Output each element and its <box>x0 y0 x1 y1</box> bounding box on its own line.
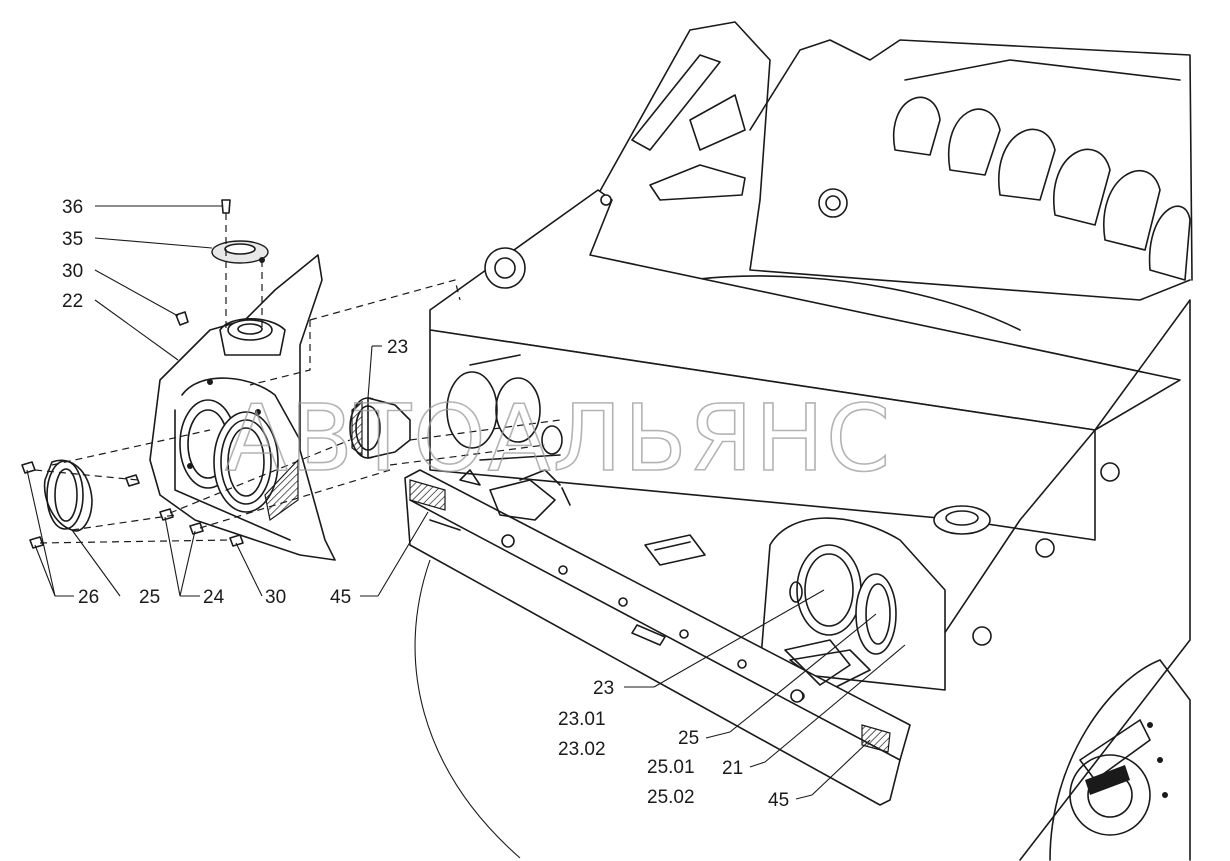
label-35: 35 <box>62 229 83 250</box>
lens-25 <box>43 459 93 532</box>
label-25-right: 25 <box>678 728 699 749</box>
watermark-text: АВТОАЛЬЯНС <box>225 385 892 492</box>
label-24: 24 <box>203 587 225 608</box>
label-45-left: 45 <box>330 587 351 608</box>
right-headlight-housing <box>759 505 991 691</box>
wheel-hub <box>1049 659 1191 861</box>
ribbed-panel <box>892 59 1191 281</box>
label-45-right: 45 <box>768 790 789 811</box>
leader-lines <box>26 205 906 800</box>
bumper-strip <box>404 469 911 806</box>
label-36: 36 <box>62 197 83 218</box>
label-26: 26 <box>78 587 99 608</box>
label-23-02: 23.02 <box>558 739 606 760</box>
label-30-bottom: 30 <box>265 587 286 608</box>
lamp-23-left <box>349 397 411 459</box>
label-25-bottom: 25 <box>139 587 160 608</box>
label-25-02: 25.02 <box>647 787 695 808</box>
part-labels: 36 35 30 22 23 26 25 24 30 45 23 23.01 2… <box>62 197 789 811</box>
cab-body-assembly <box>404 21 1193 861</box>
label-21: 21 <box>722 758 743 779</box>
label-23-01: 23.01 <box>558 709 606 730</box>
label-25-01: 25.01 <box>647 757 695 778</box>
left-headlight-assembly <box>21 199 561 561</box>
label-30-top: 30 <box>62 261 83 282</box>
label-23-top: 23 <box>387 337 408 358</box>
label-22: 22 <box>62 291 83 312</box>
label-23-right: 23 <box>593 678 614 699</box>
